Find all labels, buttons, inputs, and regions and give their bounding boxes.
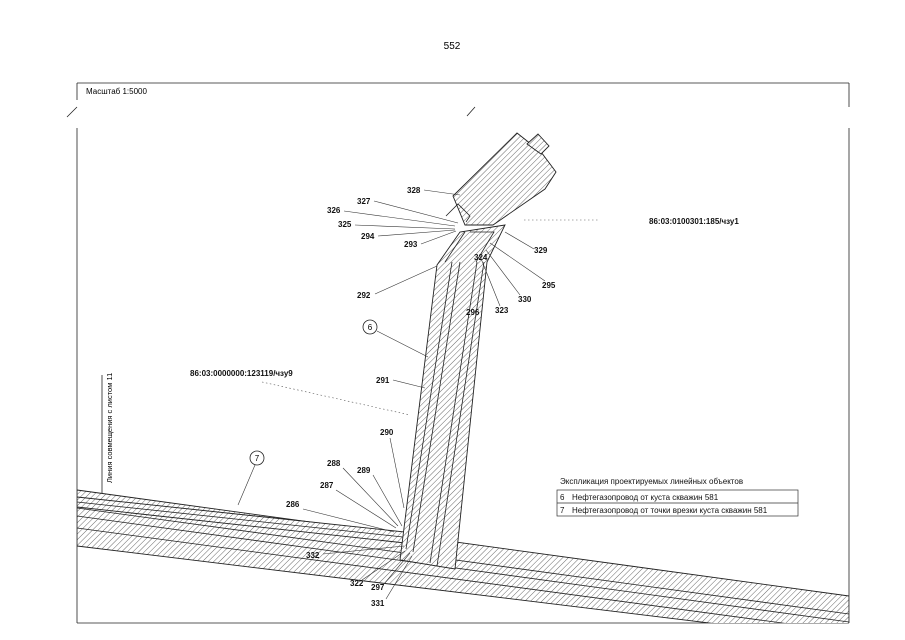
point-327: 327 [357,197,371,206]
parcel-upper-label: 86:03:0100301:185/чзу1 [649,217,739,226]
point-287: 287 [320,481,334,490]
legend-row-2-num: 7 [560,506,565,515]
point-290: 290 [380,428,394,437]
legend-row-1-text: Нефтегазопровод от куста скважин 581 [572,493,719,502]
point-291: 291 [376,376,390,385]
parcel-left-label: 86:03:0000000:123119/чзу9 [190,369,293,378]
point-295: 295 [542,281,556,290]
point-289: 289 [357,466,371,475]
point-330: 330 [518,295,532,304]
point-331: 331 [371,599,385,608]
scale-label: Масштаб 1:5000 [86,87,147,96]
point-286: 286 [286,500,300,509]
point-labels: 328 327 326 325 294 293 292 324 329 295 … [286,186,556,608]
sheet-join-label: Линия совмещения с листом 11 [105,373,114,483]
point-294: 294 [361,232,375,241]
svg-text:7: 7 [255,454,260,463]
point-288: 288 [327,459,341,468]
point-322: 322 [350,579,364,588]
point-332: 332 [306,551,320,560]
point-328: 328 [407,186,421,195]
point-325: 325 [338,220,352,229]
svg-text:6: 6 [368,323,373,332]
legend-row-1-num: 6 [560,493,565,502]
well-pad-block [445,132,557,226]
point-296: 296 [466,308,480,317]
page-number: 552 [444,41,461,52]
pipeline-6-band [399,224,506,570]
point-329: 329 [534,246,548,255]
legend-title: Экспликация проектируемых линейных объек… [560,477,743,486]
point-293: 293 [404,240,418,249]
callout-7: 7 [237,450,265,506]
point-292: 292 [357,291,371,300]
legend-row-2-text: Нефтегазопровод от точки врезки куста ск… [572,506,768,515]
legend: Экспликация проектируемых линейных объек… [556,477,799,517]
point-297: 297 [371,583,385,592]
callout-6: 6 [362,319,429,358]
point-323: 323 [495,306,509,315]
point-326: 326 [327,206,341,215]
point-324: 324 [474,253,488,262]
